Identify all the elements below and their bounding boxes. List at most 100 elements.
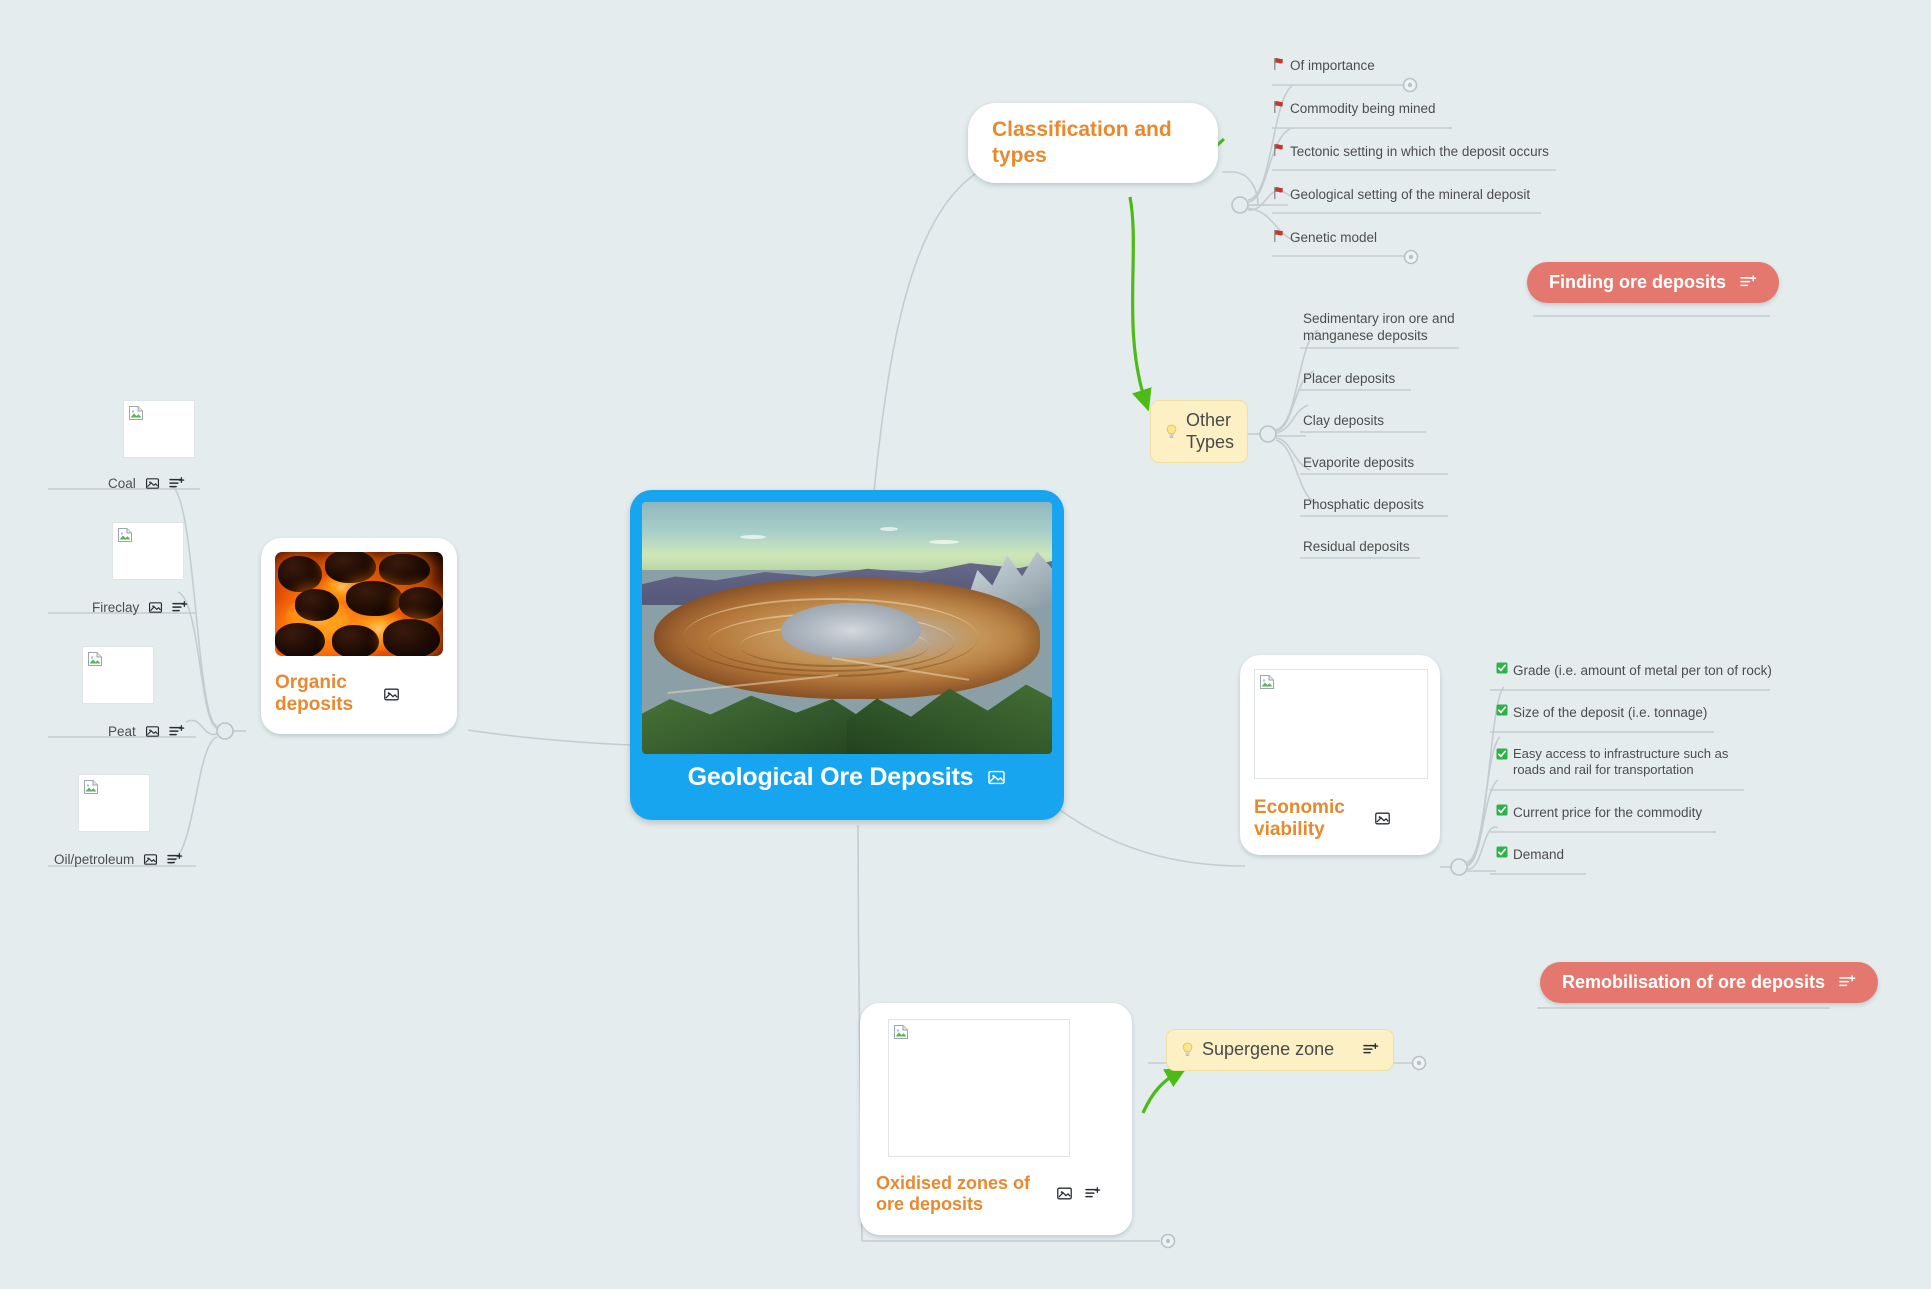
leaf-of-importance[interactable]: Of importance [1272,57,1375,74]
open-pit-mine-photo [642,502,1052,754]
leaf-coal[interactable]: Coal [108,476,185,491]
leaf-label: Clay deposits [1303,413,1385,428]
leaf-label: Evaporite deposits [1303,455,1415,470]
leaf-geological-setting[interactable]: Geological setting of the mineral deposi… [1272,186,1530,203]
oxidised-zones-image-placeholder [888,1019,1070,1157]
node-economic-viability[interactable]: Economic viability [1240,655,1440,855]
economic-viability-label-row: Economic viability [1254,797,1426,841]
leaf-label: Peat [108,724,136,739]
leaf-label: Fireclay [92,600,140,615]
red-flag-icon [1272,143,1285,157]
broken-image-icon [87,651,103,667]
note-add-icon[interactable] [169,724,185,739]
node-organic-deposits[interactable]: Organic deposits [261,538,457,734]
leaf-placer-deposits[interactable]: Placer deposits [1303,370,1395,387]
leaf-label: Size of the deposit (i.e. tonnage) [1513,705,1708,720]
red-flag-icon [1272,186,1285,200]
note-add-icon[interactable] [1085,1187,1101,1201]
leaf-label: Current price for the commodity [1513,805,1703,820]
central-node-image [642,502,1052,754]
leaf-commodity-being-mined[interactable]: Commodity being mined [1272,100,1436,117]
leaf-phosphatic-deposits[interactable]: Phosphatic deposits [1303,496,1424,513]
oil-petroleum-image-placeholder [78,774,150,832]
node-label: Classification and types [992,117,1172,167]
oxidised-zones-label-row: Oxidised zones of ore deposits [876,1173,1116,1215]
economic-viability-image-placeholder [1254,669,1428,779]
leaf-peat[interactable]: Peat [108,724,185,739]
page-title: Geological Ore Deposits [687,762,974,791]
leaf-label: Phosphatic deposits [1303,497,1424,512]
image-icon[interactable] [1056,1185,1073,1202]
image-icon[interactable] [145,724,160,739]
red-flag-icon [1272,229,1285,243]
note-add-icon[interactable] [172,600,188,615]
image-icon[interactable] [987,768,1006,787]
note-add-icon[interactable] [167,852,183,867]
node-remobilisation-of-ore-deposits[interactable]: Remobilisation of ore deposits [1540,962,1879,1003]
image-icon[interactable] [383,686,400,703]
node-label: Oxidised zones of ore deposits [876,1173,1031,1214]
organic-deposits-label-row: Organic deposits [275,672,443,716]
leaf-evaporite-deposits[interactable]: Evaporite deposits [1303,454,1414,471]
red-flag-icon [1272,100,1285,114]
node-label: Other Types [1186,410,1235,452]
leaf-current-price[interactable]: Current price for the commodity [1496,804,1702,821]
node-other-types[interactable]: Other Types [1150,400,1248,464]
node-supergene-zone[interactable]: Supergene zone [1166,1029,1394,1071]
note-add-icon[interactable] [1363,1042,1379,1057]
red-flag-icon [1272,57,1285,71]
green-check-icon [1496,662,1508,674]
leaf-sedimentary-iron-ore[interactable]: Sedimentary iron ore and manganese depos… [1303,310,1483,345]
leaf-genetic-model[interactable]: Genetic model [1272,229,1377,246]
node-classification-and-types[interactable]: Classification and types [968,103,1218,183]
note-add-icon[interactable] [1839,975,1856,990]
leaf-label: Residual deposits [1303,539,1410,554]
lightbulb-icon [1181,1042,1194,1058]
leaf-label: Oil/petroleum [54,852,135,867]
note-add-icon[interactable] [169,476,185,491]
green-check-icon [1496,704,1508,716]
leaf-label: Geological setting of the mineral deposi… [1290,187,1531,202]
leaf-residual-deposits[interactable]: Residual deposits [1303,538,1410,555]
leaf-label: Commodity being mined [1290,101,1436,116]
node-label: Economic viability [1254,796,1345,840]
node-label: Remobilisation of ore deposits [1562,972,1826,992]
broken-image-icon [1259,674,1275,690]
node-label: Finding ore deposits [1549,272,1727,292]
leaf-size-of-deposit[interactable]: Size of the deposit (i.e. tonnage) [1496,704,1707,721]
node-label: Supergene zone [1202,1039,1335,1059]
image-icon[interactable] [148,600,163,615]
leaf-label: Placer deposits [1303,371,1396,386]
broken-image-icon [117,527,133,543]
peat-image-placeholder [82,646,154,704]
leaf-label: Coal [108,476,136,491]
leaf-grade[interactable]: Grade (i.e. amount of metal per ton of r… [1496,662,1772,679]
leaf-label: Genetic model [1290,230,1378,245]
leaf-easy-access[interactable]: Easy access to infrastructure such as ro… [1496,746,1738,779]
image-icon[interactable] [143,852,158,867]
node-finding-ore-deposits[interactable]: Finding ore deposits [1527,262,1780,303]
leaf-demand[interactable]: Demand [1496,846,1564,863]
note-add-icon[interactable] [1740,275,1757,290]
leaf-clay-deposits[interactable]: Clay deposits [1303,412,1384,429]
green-check-icon [1496,748,1508,760]
image-icon[interactable] [1374,810,1391,827]
coal-image-placeholder [123,400,195,458]
leaf-label: Easy access to infrastructure such as ro… [1513,746,1729,778]
green-check-icon [1496,804,1508,816]
leaf-label: Sedimentary iron ore and manganese depos… [1303,311,1455,344]
leaf-oil-petroleum[interactable]: Oil/petroleum [54,852,183,867]
leaf-label: Demand [1513,847,1565,862]
leaf-label: Of importance [1290,58,1375,73]
burning-coal-photo [275,552,443,656]
leaf-tectonic-setting[interactable]: Tectonic setting in which the deposit oc… [1272,143,1549,160]
leaf-fireclay[interactable]: Fireclay [92,600,188,615]
lightbulb-icon [1165,424,1178,440]
node-oxidised-zones-of-ore-deposits[interactable]: Oxidised zones of ore deposits [860,1003,1132,1235]
leaf-label: Tectonic setting in which the deposit oc… [1290,144,1549,159]
central-node-title-row: Geological Ore Deposits [688,754,1007,800]
central-node-geological-ore-deposits[interactable]: Geological Ore Deposits [630,490,1064,820]
image-icon[interactable] [145,476,160,491]
fireclay-image-placeholder [112,522,184,580]
